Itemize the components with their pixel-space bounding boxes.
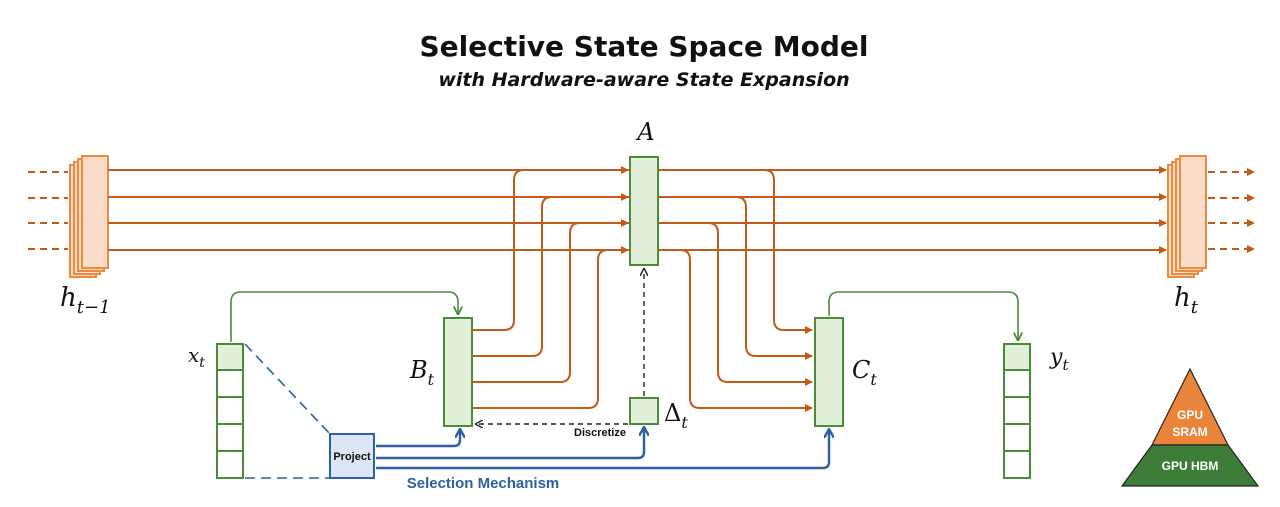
delta-label: Δt	[664, 399, 688, 432]
y-output-vector	[1003, 343, 1031, 479]
c-label: Ct	[852, 356, 877, 389]
discretize-label: Discretize	[574, 427, 626, 439]
c-to-y-arrow	[828, 291, 1018, 340]
gpu-hbm-label: GPU HBM	[1162, 459, 1219, 473]
a-label: A	[635, 118, 654, 146]
c-parameter-block	[814, 317, 844, 427]
h-next-label: ht	[1174, 283, 1199, 318]
gpu-sram-label-line1: GPU	[1177, 408, 1203, 422]
selection-mechanism-label: Selection Mechanism	[407, 475, 560, 492]
x-to-b-arrow	[230, 291, 458, 342]
incoming-state-arrows	[28, 171, 68, 250]
selection-lines	[376, 428, 829, 470]
outgoing-state-arrows	[1208, 168, 1255, 253]
a-parameter-block	[629, 156, 659, 266]
h-next-state-stack	[1167, 155, 1207, 278]
b-parameter-block	[443, 317, 473, 427]
x-input-vector	[216, 343, 244, 479]
project-box	[329, 433, 375, 479]
a-to-c-wires	[658, 169, 813, 412]
gpu-memory-pyramid: GPU SRAM GPU HBM	[1120, 367, 1260, 487]
gpu-hbm-tier	[1120, 444, 1260, 487]
project-label: Project	[333, 451, 371, 463]
h-prev-label: ht−1	[60, 283, 111, 318]
x-label: xt	[188, 343, 205, 371]
b-to-a-wires	[472, 166, 629, 409]
h-prev-state-stack	[69, 155, 109, 278]
diagram-subtitle: with Hardware-aware State Expansion	[438, 69, 849, 91]
projection-lines	[244, 343, 331, 479]
b-label: Bt	[409, 356, 435, 389]
y-label: yt	[1049, 345, 1069, 374]
delta-block	[629, 397, 659, 425]
gpu-sram-label-line2: SRAM	[1172, 425, 1207, 439]
diagram-title: Selective State Space Model	[419, 30, 868, 63]
